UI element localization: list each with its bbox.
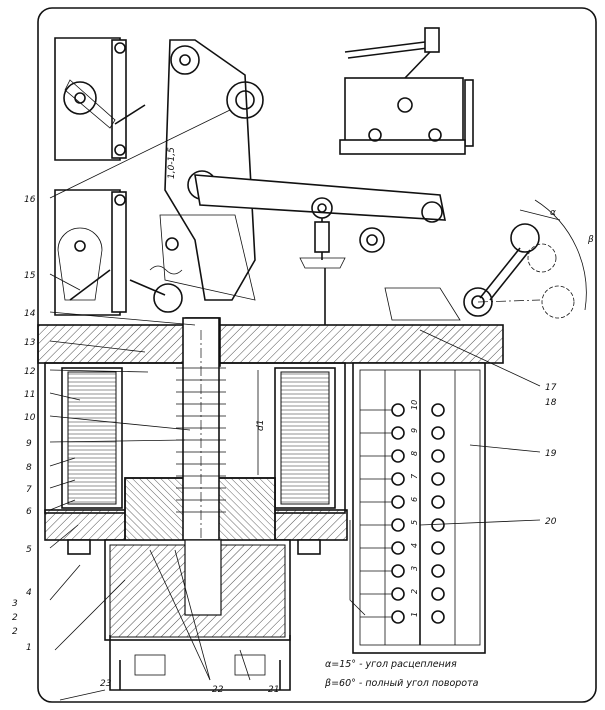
terminal-row: 5 (360, 518, 445, 532)
terminal-screw-right (431, 541, 445, 555)
terminal-screw-right (431, 449, 445, 463)
label-14: 14 (24, 309, 36, 319)
label-5: 5 (26, 545, 32, 555)
bolt-right (297, 539, 321, 555)
terminal-row: 8 (360, 449, 445, 463)
label-23: 23 (100, 679, 112, 689)
terminal-screw-left (391, 610, 405, 624)
terminal-number: 4 (410, 543, 419, 548)
terminal-screw-right (431, 426, 445, 440)
label-9: 9 (26, 439, 32, 449)
terminal-block: 10 9 8 7 6 5 4 3 2 1 (349, 362, 486, 654)
label-2: 2 (12, 627, 18, 637)
label-18: 18 (545, 398, 557, 408)
terminal-number: 10 (410, 400, 419, 410)
terminal-screw-left (391, 426, 405, 440)
terminal-row: 1 (360, 610, 445, 624)
lever-system (159, 39, 446, 325)
terminal-screw-right (431, 564, 445, 578)
label-7: 7 (26, 485, 32, 495)
terminal-screw-right (431, 587, 445, 601)
lower-auxiliary-contact (54, 189, 127, 316)
label-3: 3 (12, 599, 18, 609)
terminal-number: 3 (410, 566, 419, 571)
leader-lines (49, 109, 541, 701)
terminal-screw-right (431, 472, 445, 486)
terminal-number: 8 (410, 451, 419, 456)
label-gap: 1,0-1,5 (167, 147, 177, 179)
terminal-screw-left (391, 564, 405, 578)
terminal-row: 9 (360, 426, 445, 440)
label-22: 22 (212, 685, 224, 695)
label-10: 10 (24, 413, 36, 423)
reset-handle (384, 199, 587, 321)
label-20: 20 (545, 517, 557, 527)
label-21: 21 (268, 685, 279, 695)
terminal-screw-left (391, 403, 405, 417)
upper-auxiliary-contact (54, 37, 146, 161)
terminal-screw-right (431, 610, 445, 624)
terminal-screw-left (391, 449, 405, 463)
base-plate (37, 324, 504, 364)
callout-labels: 1 2 3 4 5 6 7 8 9 10 11 12 13 14 15 16 1… (12, 147, 594, 695)
terminal-number: 6 (410, 497, 419, 502)
trip-spring (129, 265, 183, 313)
main-contact-block (339, 27, 474, 155)
terminal-screw-left (391, 541, 405, 555)
terminal-screw-left (391, 518, 405, 532)
terminal-screw-left (391, 472, 405, 486)
bolt-left (67, 539, 91, 555)
terminal-number: 5 (410, 520, 419, 525)
label-16: 16 (24, 195, 36, 205)
label-11: 11 (24, 390, 35, 400)
terminal-screw-right (431, 495, 445, 509)
label-beta: β (587, 235, 594, 245)
armature-housing (104, 539, 291, 691)
terminal-screw-right (431, 403, 445, 417)
beta-note: β=60° - полный угол поворота (324, 678, 479, 689)
label-8: 8 (26, 463, 32, 473)
label-stroke: d1 (256, 420, 266, 431)
label-17: 17 (545, 383, 557, 393)
label-1: 1 (26, 643, 32, 653)
terminal-number: 2 (410, 589, 419, 594)
label-15: 15 (24, 271, 36, 281)
label-6: 6 (26, 507, 32, 517)
terminal-row: 2 (360, 587, 445, 601)
label-12: 12 (24, 367, 36, 377)
label-2b: 2 (12, 613, 18, 623)
label-alpha: α (550, 208, 556, 218)
terminal-number: 9 (410, 428, 419, 433)
terminal-row: 3 (360, 564, 445, 578)
terminal-number: 7 (410, 473, 419, 479)
terminal-row: 4 (360, 541, 445, 555)
terminal-screw-left (391, 587, 405, 601)
label-13: 13 (24, 338, 36, 348)
terminal-row: 6 (360, 495, 445, 509)
terminal-screw-right (431, 518, 445, 532)
terminal-row: 7 (360, 472, 445, 486)
label-4: 4 (26, 588, 32, 598)
terminal-screw-left (391, 495, 405, 509)
terminal-number: 1 (410, 612, 419, 617)
label-19: 19 (545, 449, 557, 459)
terminal-row: 10 (360, 400, 445, 417)
alpha-note: α=15° - угол расцепления (325, 659, 457, 670)
